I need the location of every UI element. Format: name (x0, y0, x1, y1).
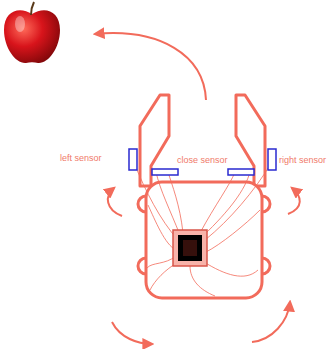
motion-arrow (95, 33, 206, 100)
motion-arrow (108, 188, 122, 216)
wire (200, 172, 235, 233)
apple-stem (31, 2, 34, 15)
apple-body (4, 10, 60, 63)
motion-arrow (112, 322, 152, 344)
wire (206, 210, 260, 252)
close-sensor (228, 169, 254, 175)
wire (204, 262, 258, 276)
apple-shine (15, 16, 25, 32)
motion-arrow (252, 302, 290, 342)
wire (147, 256, 176, 268)
wire (148, 205, 176, 250)
wire (156, 172, 180, 235)
chip-core (183, 240, 197, 256)
wire (205, 165, 270, 240)
sensor-label: left sensor (60, 153, 102, 164)
apple (4, 2, 60, 63)
sensor-label: close sensor (177, 155, 228, 166)
right-sensor (268, 149, 276, 170)
robot-body (146, 182, 262, 298)
rotation-arrows (108, 188, 300, 344)
wire (168, 172, 183, 233)
close-sensor (152, 169, 178, 175)
wire (203, 172, 250, 236)
wires (135, 165, 270, 296)
chip-border (173, 230, 207, 266)
left-sensor (129, 149, 137, 170)
wire (135, 165, 178, 240)
chip (178, 235, 202, 261)
sensor-label: right sensor (279, 155, 326, 166)
motion-arrow (288, 188, 300, 214)
wire (190, 266, 215, 296)
